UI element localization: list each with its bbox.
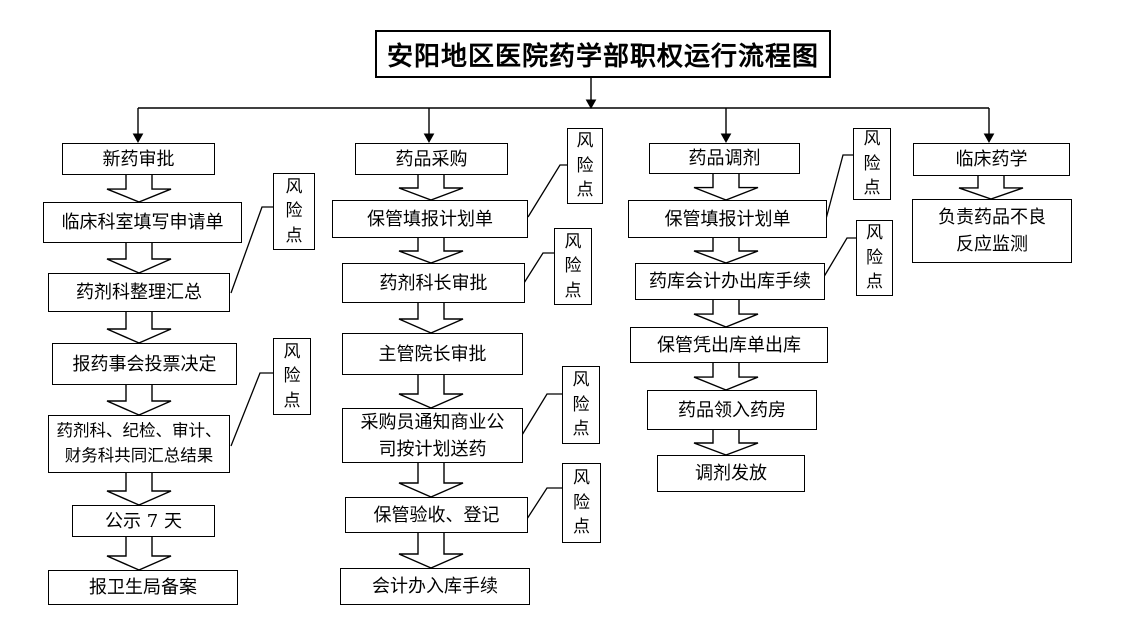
flow-node-adverse-reaction-monitor: 负责药品不良 反应监测 (912, 199, 1072, 263)
risk-connector-6 (825, 154, 853, 220)
risk-point-box-5: 风 险 点 (562, 463, 601, 543)
flow-node-drugs-to-pharmacy: 药品领入药房 (647, 390, 817, 430)
column-drop-arrow-0-head (132, 133, 144, 144)
flow-node-drug-procurement: 药品采购 (355, 143, 508, 175)
block-arrow-17 (958, 176, 1024, 200)
block-arrow-9 (398, 375, 464, 409)
risk-point-box-1: 风 险 点 (273, 338, 311, 415)
risk-point-box-4: 风 险 点 (562, 366, 600, 444)
risk-point-box-0: 风 险 点 (273, 173, 315, 250)
block-arrow-10 (398, 463, 464, 498)
flow-node-clinical-pharmacy: 临床药学 (913, 143, 1070, 176)
flow-node-accountant-inbound: 会计办入库手续 (340, 568, 530, 605)
block-arrow-12 (693, 174, 759, 201)
block-arrow-1 (106, 243, 172, 274)
flow-node-report-health-bureau: 报卫生局备案 (48, 570, 238, 605)
block-arrow-8 (398, 303, 464, 334)
flow-node-custodian-plan-form-2: 保管填报计划单 (628, 200, 827, 238)
block-arrow-5 (106, 537, 172, 571)
flow-node-joint-summary-result: 药剂科、纪检、审计、 财务科共同汇总结果 (48, 415, 230, 473)
flow-node-pharmacy-committee-vote: 报药事会投票决定 (52, 343, 237, 385)
flow-node-clinical-dept-application: 临床科室填写申请单 (43, 202, 242, 243)
flow-node-custodian-plan-form-1: 保管填报计划单 (332, 200, 528, 238)
block-arrow-15 (693, 363, 759, 391)
flow-node-custodian-check-register: 保管验收、登记 (345, 497, 528, 533)
risk-point-box-3: 风 险 点 (554, 228, 592, 305)
block-arrow-11 (398, 533, 464, 569)
block-arrow-0 (106, 175, 172, 203)
block-arrow-3 (106, 385, 172, 416)
flow-node-public-notice-7-days: 公示 7 天 (72, 505, 215, 537)
risk-connector-3 (523, 252, 554, 284)
title-drop-arrow-head (585, 99, 597, 110)
flow-node-director-approval: 主管院长审批 (342, 333, 523, 375)
flow-node-drug-dispensing: 药品调剂 (649, 143, 800, 174)
risk-point-box-2: 风 险 点 (567, 128, 603, 204)
block-arrow-4 (106, 473, 172, 506)
block-arrow-13 (693, 238, 759, 264)
flow-node-pharmacy-chief-approval: 药剂科长审批 (342, 263, 525, 303)
block-arrow-16 (693, 430, 759, 456)
flowchart-title: 安阳地区医院药学部职权运行流程图 (375, 30, 831, 78)
column-drop-arrow-2-head (720, 133, 732, 144)
column-drop-arrow-1-head (423, 133, 435, 144)
flow-node-pharmacy-dept-collate: 药剂科整理汇总 (48, 273, 230, 312)
flow-node-dispense-distribute: 调剂发放 (657, 455, 805, 492)
block-arrow-2 (106, 312, 172, 344)
flow-node-warehouse-outbound: 药库会计办出库手续 (635, 263, 825, 300)
risk-connector-5 (524, 487, 562, 523)
risk-connector-1 (230, 372, 273, 447)
flow-node-custodian-outbound-slip: 保管凭出库单出库 (630, 327, 828, 363)
risk-connector-7 (821, 237, 856, 281)
block-arrow-14 (693, 300, 759, 328)
flow-node-new-drug-approval: 新药审批 (62, 143, 215, 175)
flow-node-buyer-notify-company: 采购员通知商业公 司按计划送药 (342, 408, 523, 463)
block-arrow-7 (398, 238, 464, 264)
risk-connector-2 (527, 164, 567, 218)
column-drop-arrow-3-head (983, 133, 995, 144)
risk-point-box-7: 风 险 点 (856, 220, 893, 296)
risk-point-box-6: 风 险 点 (853, 128, 891, 200)
risk-connector-4 (521, 393, 562, 436)
block-arrow-6 (398, 175, 464, 201)
risk-connector-0 (230, 206, 273, 294)
